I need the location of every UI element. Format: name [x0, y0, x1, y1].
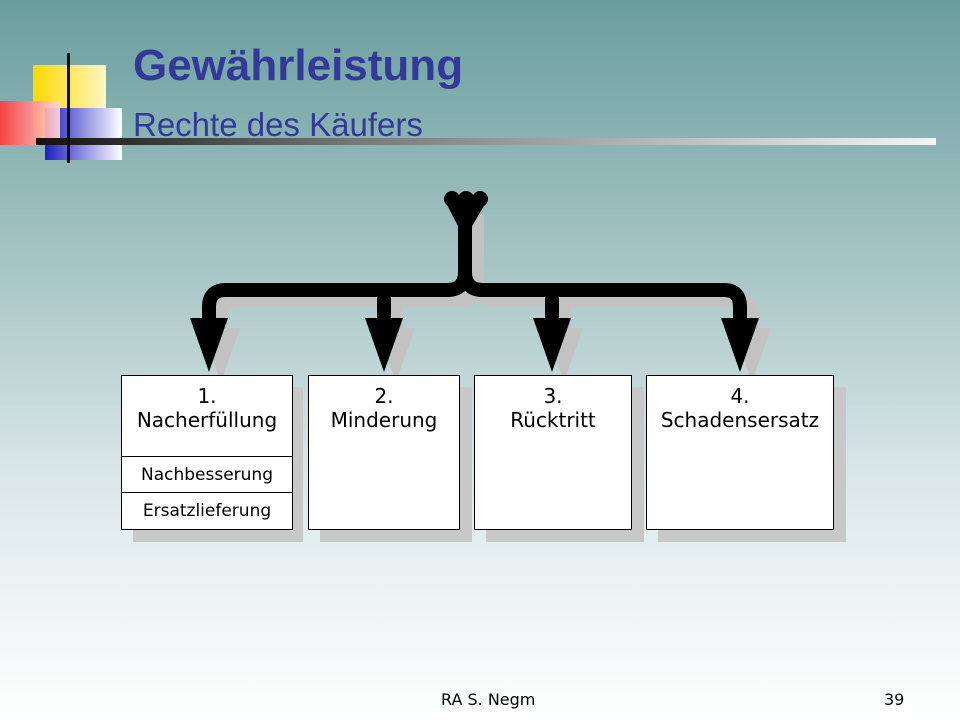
title-rule — [36, 138, 936, 145]
box-1-label: Nacherfüllung — [136, 408, 278, 432]
arrow-head-3 — [533, 318, 571, 372]
arrow-heads — [190, 318, 759, 372]
arrow-head-2 — [365, 318, 403, 372]
footer-page-number: 39 — [884, 690, 905, 709]
arrow-head-1 — [190, 318, 228, 372]
deco-red-square — [0, 101, 60, 145]
box-3-label: Rücktritt — [510, 408, 596, 432]
arrow-shadow — [214, 215, 759, 335]
footer-author: RA S. Negm — [441, 690, 536, 709]
arrow-head-4 — [721, 318, 759, 372]
slide-title: Gewährleistung — [133, 41, 464, 90]
sub-item-nachbesserung: Nachbesserung — [122, 456, 292, 493]
sub-item-ersatzlieferung: Ersatzlieferung — [122, 492, 292, 530]
arrow-lines — [202, 205, 747, 325]
arrow-shadow-heads — [202, 328, 771, 380]
box-schadensersatz: 4. Schadensersatz — [646, 375, 834, 530]
box-4-number: 4. — [730, 384, 750, 408]
deco-vertical-line — [67, 53, 70, 163]
box-nacherfuellung: 1. Nacherfüllung Nachbesserung Ersatzlie… — [121, 375, 293, 530]
slide-subtitle: Rechte des Käufers — [133, 106, 423, 143]
box-ruecktritt: 3. Rücktritt — [474, 375, 632, 530]
slide-decoration — [0, 53, 936, 163]
box-3-number: 3. — [543, 384, 563, 408]
box-1-number: 1. — [197, 384, 217, 408]
box-2-label: Minderung — [330, 408, 438, 432]
branch-arrows — [190, 191, 771, 380]
arrow-tail — [444, 191, 488, 228]
box-minderung: 2. Minderung — [308, 375, 460, 530]
box-2-number: 2. — [374, 384, 394, 408]
box-4-label: Schadensersatz — [660, 408, 820, 432]
